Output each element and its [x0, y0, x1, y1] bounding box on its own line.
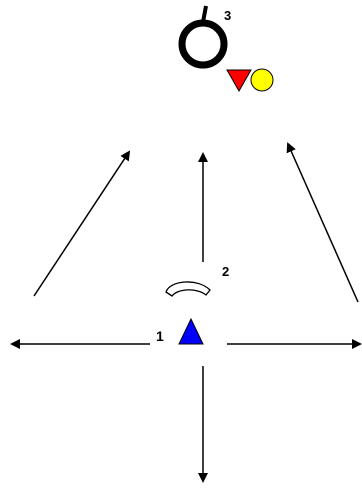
red-down-triangle-icon [226, 69, 252, 93]
arrow-up-right [286, 142, 359, 303]
telephone-handset-icon [165, 281, 211, 297]
blue-triangle-icon [178, 317, 204, 345]
ring-with-stem-icon [178, 5, 228, 69]
label-position-2: 2 [222, 264, 229, 279]
arrow-up-left [33, 150, 131, 297]
label-position-1: 1 [156, 328, 164, 344]
yellow-circle-icon [250, 68, 274, 92]
label-position-3: 3 [224, 8, 231, 23]
